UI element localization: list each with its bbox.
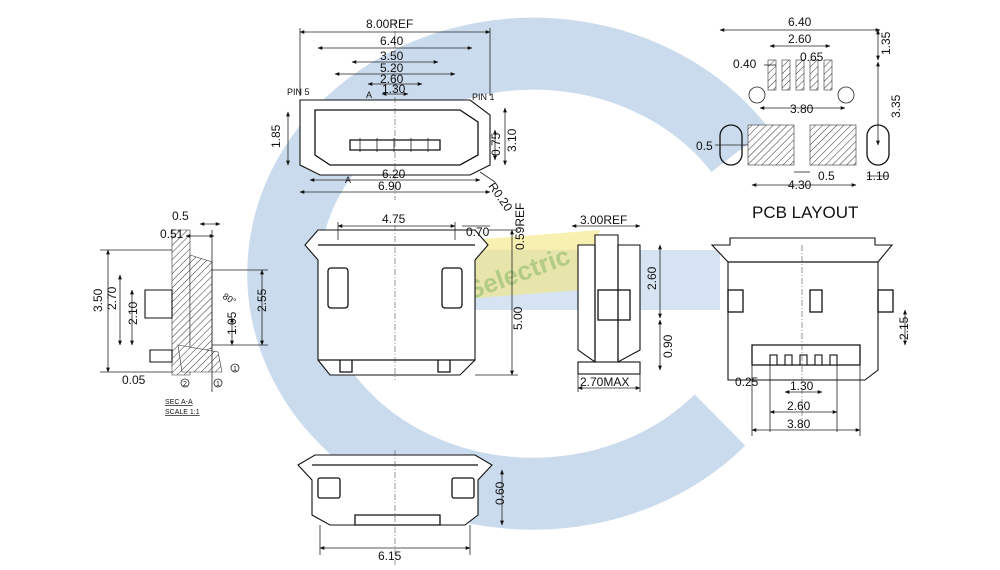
dim-1-05: 1.05 [225, 311, 239, 335]
dim-0-59ref: 0.59REF [513, 203, 527, 250]
dim-1-85-front: 1.85 [269, 124, 283, 148]
dim-3-50-front: 3.50 [380, 49, 404, 63]
front-view: 8.00REF 6.40 3.50 5.20 2.60 1.30 1.85 3.… [269, 17, 527, 250]
pcb-layout-title: PCB LAYOUT [752, 203, 858, 222]
dim-3-00ref: 3.00REF [580, 213, 627, 227]
footprint-view: 2.15 0.25 1.30 2.60 3.80 [710, 237, 911, 436]
dim-1-35-pcb: 1.35 [879, 31, 893, 55]
section-scale: SCALE 1:1 [165, 409, 200, 416]
dim-0-05: 0.05 [122, 373, 146, 387]
pcb-layout: 6.40 2.60 0.65 0.40 1.35 3.80 3.35 0.5 0… [696, 15, 903, 222]
dim-1-10-pcb: 1.10 [866, 169, 890, 183]
dim-6-40-pcb: 6.40 [788, 15, 812, 29]
dim-0-5-section: 0.5 [172, 209, 189, 223]
dim-0-65-pcb: 0.65 [800, 50, 824, 64]
label-a-bottom: A [345, 175, 351, 185]
dim-0-75-front: 0.75 [489, 132, 503, 156]
dim-0-51: 0.51 [160, 227, 184, 241]
dim-0-5-left: 0.5 [696, 139, 713, 153]
dim-0-25: 0.25 [735, 375, 759, 389]
dim-0-5-mid: 0.5 [818, 169, 835, 183]
dim-6-15: 6.15 [378, 549, 402, 563]
dim-2-60-fp: 2.60 [787, 399, 811, 413]
dim-0-60: 0.60 [493, 481, 507, 505]
dim-5-00: 5.00 [511, 306, 525, 330]
section-title: SEC A-A [165, 399, 193, 406]
dim-r0-20: R0.20 [486, 180, 516, 215]
dim-3-50-section: 3.50 [91, 288, 105, 312]
dim-3-80-pcb: 3.80 [790, 102, 814, 116]
dim-4-75: 4.75 [382, 212, 406, 226]
label-pin-5: PIN 5 [287, 87, 310, 97]
dim-6-40-front: 6.40 [380, 34, 404, 48]
section-view: 0.5 0.51 3.50 2.70 2.10 1.05 2.55 0.05 8… [91, 209, 269, 416]
dim-6-90-front: 6.90 [378, 179, 402, 193]
dim-3-80-fp: 3.80 [787, 417, 811, 431]
side-view: 3.00REF 2.60 0.90 2.70MAX [571, 213, 675, 392]
callout-2: 2 [183, 381, 187, 388]
dim-2-60-front: 2.60 [380, 72, 404, 86]
dim-4-30-pcb: 4.30 [788, 178, 812, 192]
dim-0-90: 0.90 [661, 334, 675, 358]
callout-1a: 1 [233, 366, 237, 373]
dim-2-70max: 2.70MAX [580, 375, 629, 389]
dim-8-00ref: 8.00REF [366, 17, 413, 31]
dim-2-60-side: 2.60 [645, 266, 659, 290]
dim-0-40-pcb: 0.40 [733, 57, 757, 71]
dim-2-10-section: 2.10 [126, 301, 140, 325]
label-a-top: A [366, 90, 372, 100]
dim-2-60-pcb: 2.60 [788, 32, 812, 46]
dim-2-55: 2.55 [255, 288, 269, 312]
dim-3-10-front: 3.10 [505, 128, 519, 152]
label-pin-1: PIN 1 [472, 92, 495, 102]
dim-2-70-section: 2.70 [105, 286, 119, 310]
dim-1-30-front: 1.30 [382, 82, 406, 96]
dim-0-70-top: 0.70 [466, 225, 490, 239]
angle-80: 80° [221, 291, 238, 307]
dim-2-15: 2.15 [897, 316, 911, 340]
dim-3-35-pcb: 3.35 [889, 94, 903, 118]
dim-5-20-front: 5.20 [380, 61, 404, 75]
bottom-view: 0.60 6.15 [297, 450, 507, 565]
dim-6-20-front: 6.20 [382, 167, 406, 181]
callout-1b: 1 [216, 381, 220, 388]
top-view: 4.75 0.70 5.00 [304, 212, 525, 380]
dim-1-30-fp: 1.30 [790, 379, 814, 393]
